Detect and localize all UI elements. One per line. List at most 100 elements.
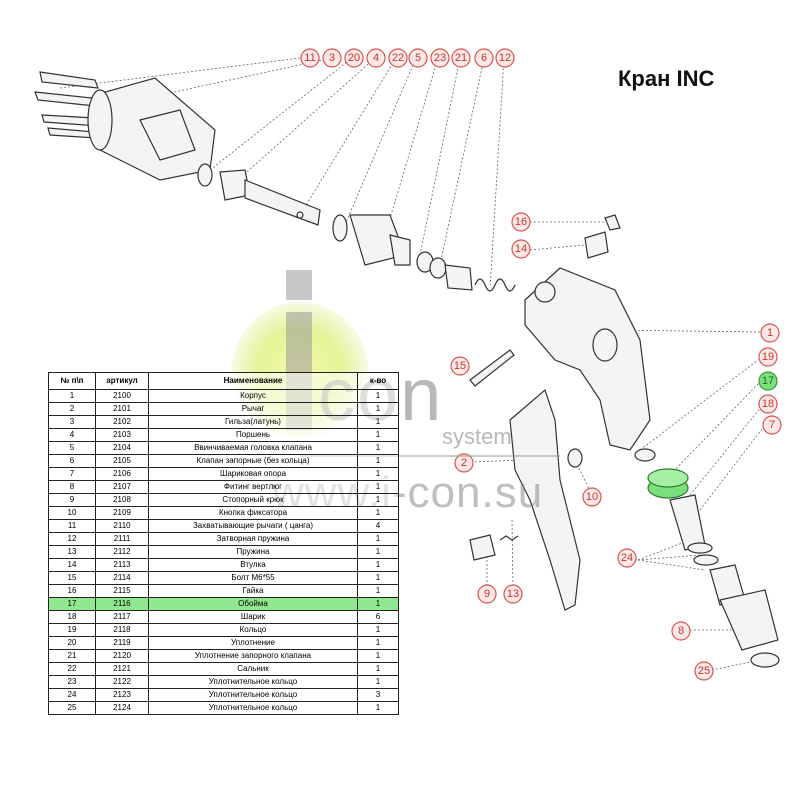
cell-number: 15	[48, 571, 96, 585]
cell-name: Обойма	[148, 597, 358, 611]
callout-label: 15	[454, 360, 466, 372]
cell-article: 2124	[95, 701, 149, 715]
cell-qty: 1	[357, 662, 399, 676]
callout-label: 11	[304, 52, 315, 64]
cell-number: 5	[48, 441, 96, 455]
cell-number: 12	[48, 532, 96, 546]
cell-article: 2100	[95, 389, 149, 403]
callout-7: 7	[762, 415, 782, 435]
spring-12	[474, 278, 516, 292]
cell-qty: 1	[357, 571, 399, 585]
callout-6: 6	[474, 48, 494, 68]
cell-qty: 3	[357, 688, 399, 702]
cell-qty: 1	[357, 441, 399, 455]
callout-label: 9	[484, 588, 490, 600]
callout-label: 16	[515, 216, 527, 228]
callout-label: 14	[515, 243, 527, 255]
callout-label: 2	[461, 457, 467, 469]
callout-20: 20	[344, 48, 364, 68]
cell-name: Гайка	[148, 584, 358, 598]
sleeve-part	[87, 77, 216, 181]
callout-label: 18	[762, 398, 774, 410]
cell-article: 2109	[95, 506, 149, 520]
callout-19: 19	[758, 347, 778, 367]
cell-article: 2123	[95, 688, 149, 702]
cell-article: 2117	[95, 610, 149, 624]
cell-article: 2104	[95, 441, 149, 455]
callout-22: 22	[388, 48, 408, 68]
callout-label: 12	[499, 52, 511, 64]
cell-article: 2114	[95, 571, 149, 585]
cell-article: 2102	[95, 415, 149, 429]
callout-label: 19	[762, 351, 774, 363]
cell-number: 9	[48, 493, 96, 507]
callout-1: 1	[760, 323, 780, 343]
cell-qty: 1	[357, 402, 399, 416]
callout-17: 17	[758, 371, 778, 391]
cell-name: Уплотнительное кольцо	[148, 688, 358, 702]
cell-qty: 1	[357, 558, 399, 572]
col-header-number: № п\п	[48, 372, 96, 390]
cell-qty: 4	[357, 519, 399, 533]
ring-19	[634, 448, 656, 462]
cell-name: Поршень	[148, 428, 358, 442]
callout-15: 15	[450, 356, 470, 376]
collet-levers	[34, 71, 99, 139]
cell-number: 1	[48, 389, 96, 403]
cell-number: 6	[48, 454, 96, 468]
cell-qty: 1	[357, 467, 399, 481]
callout-21: 21	[451, 48, 471, 68]
seal-22	[332, 214, 348, 242]
seal-21	[429, 257, 447, 279]
cell-name: Уплотнительное кольцо	[148, 701, 358, 715]
ball-support-part	[669, 494, 706, 551]
swivel-fitting-part	[709, 564, 779, 651]
cell-number: 11	[48, 519, 96, 533]
cell-number: 23	[48, 675, 96, 689]
seal-20	[197, 163, 213, 187]
spring-13	[499, 535, 519, 541]
cell-article: 2121	[95, 662, 149, 676]
callout-3: 3	[322, 48, 342, 68]
cell-qty: 1	[357, 480, 399, 494]
hook-part	[469, 534, 496, 561]
cell-qty: 1	[357, 545, 399, 559]
cell-number: 24	[48, 688, 96, 702]
cell-qty: 1	[357, 506, 399, 520]
callout-10: 10	[582, 487, 602, 507]
cell-name: Фитинг вертлюг	[148, 480, 358, 494]
cell-number: 4	[48, 428, 96, 442]
body-part	[524, 267, 651, 451]
callout-label: 17	[762, 375, 774, 387]
cell-article: 2116	[95, 597, 149, 611]
cell-number: 21	[48, 649, 96, 663]
cell-number: 3	[48, 415, 96, 429]
cell-number: 25	[48, 701, 96, 715]
cell-qty: 1	[357, 584, 399, 598]
seal-24b	[693, 554, 719, 566]
cell-article: 2119	[95, 636, 149, 650]
cell-qty: 6	[357, 610, 399, 624]
callout-13: 13	[503, 584, 523, 604]
cell-article: 2111	[95, 532, 149, 546]
bushing-14	[584, 231, 609, 259]
cell-article: 2110	[95, 519, 149, 533]
cell-number: 17	[48, 597, 96, 611]
callout-label: 8	[678, 625, 684, 637]
cell-qty: 1	[357, 623, 399, 637]
cell-qty: 1	[357, 415, 399, 429]
